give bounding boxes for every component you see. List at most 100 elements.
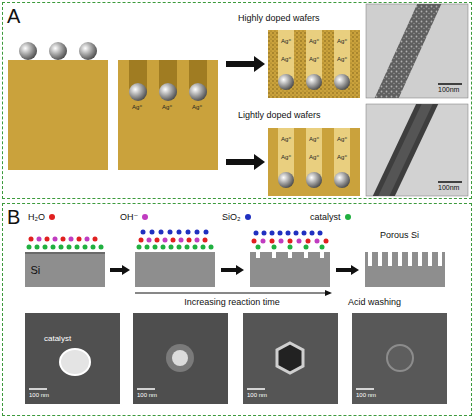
solid-nanowire: [381, 104, 430, 196]
molecule-dot: [294, 231, 299, 236]
molecule-dot: [270, 239, 275, 244]
molecule-dot: [209, 245, 214, 250]
molecule-dot: [324, 239, 329, 244]
sem-image: [243, 313, 338, 404]
porous-silicon-block: [365, 252, 445, 287]
time-axis: [135, 293, 325, 294]
catalyst-ball: [19, 42, 37, 60]
wafer: [8, 60, 108, 170]
catalyst-ball: [79, 42, 97, 60]
legend-text: catalyst: [310, 212, 341, 223]
silicon-block: [135, 252, 215, 287]
etch-pit: [304, 252, 308, 258]
catalyst-ball: [334, 74, 350, 90]
ion-label: Ag⁺: [337, 154, 348, 161]
molecule-dot: [163, 238, 168, 243]
etch-halo: [166, 344, 194, 372]
process-label: Acid washing: [348, 297, 401, 308]
pore: [438, 252, 442, 266]
molecule-dot: [201, 245, 206, 250]
molecule-dot: [304, 245, 309, 250]
etch-pit: [320, 252, 324, 258]
molecule-dot: [261, 239, 266, 244]
pore-group: [368, 252, 442, 266]
catalyst-ball: [278, 74, 294, 90]
catalyst-ball: [159, 83, 177, 101]
molecule-dot: [99, 245, 104, 250]
molecule-dot: [51, 245, 56, 250]
molecule-dot: [147, 238, 152, 243]
ion-label: Ag⁺: [132, 104, 143, 111]
molecule-dot: [270, 231, 275, 236]
wafer: [118, 60, 218, 170]
molecule-dot: [315, 239, 320, 244]
molecule-dot: [159, 230, 164, 235]
condition-label: Highly doped wafers: [238, 13, 320, 24]
molecule-dot: [204, 230, 209, 235]
callout-label: catalyst: [44, 334, 71, 344]
sem-image: [25, 313, 120, 404]
legend-text: SiO₂: [222, 212, 241, 223]
molecule-dot: [262, 231, 267, 236]
material-label: Si: [25, 264, 41, 276]
pore: [398, 252, 402, 266]
scale-bar: [137, 388, 155, 390]
molecule-dot: [93, 237, 98, 242]
etch-pit: [288, 252, 292, 258]
molecule-dot: [310, 231, 315, 236]
molecule-dot: [145, 245, 150, 250]
molecule-dot: [286, 231, 291, 236]
molecule-dot: [75, 245, 80, 250]
scale-label: 100nm: [438, 86, 459, 94]
ion-label: Ag⁺: [337, 136, 348, 143]
molecule-dot: [43, 245, 48, 250]
molecule-dot: [306, 239, 311, 244]
legend-swatch: [49, 214, 55, 220]
molecule-dot: [272, 245, 277, 250]
molecule-dot: [27, 245, 32, 250]
ion-label: Ag⁺: [281, 136, 292, 143]
pore: [368, 252, 372, 266]
molecule-dot: [141, 230, 146, 235]
molecule-dot: [193, 245, 198, 250]
ion-label: Ag⁺: [281, 38, 292, 45]
legend-item: catalyst: [310, 212, 351, 223]
art-shape: [381, 104, 430, 196]
legend-item: H₂O: [28, 212, 55, 223]
molecule-dot: [203, 238, 208, 243]
molecule-dot: [318, 231, 323, 236]
ion-label: Ag⁺: [309, 136, 320, 143]
etch-pit: [256, 252, 260, 258]
molecule-dot: [139, 238, 144, 243]
ion-label: Ag⁺: [337, 56, 348, 63]
scale-label: 100 nm: [356, 392, 376, 399]
catalyst-ball: [334, 172, 350, 188]
panel-frame: A: [2, 2, 472, 199]
molecule-dot: [150, 230, 155, 235]
porous-texture: [268, 30, 360, 98]
molecule-dot: [85, 237, 90, 242]
molecule-dot: [37, 237, 42, 242]
pore-ring: [387, 345, 413, 371]
time-axis-head: [325, 290, 332, 296]
molecule-dot: [171, 238, 176, 243]
pore: [378, 252, 382, 266]
molecule-dot: [161, 245, 166, 250]
sem-image: [133, 313, 228, 404]
scale-label: 100 nm: [247, 392, 267, 399]
ion-label: Ag⁺: [337, 38, 348, 45]
scale-bar: [29, 388, 47, 390]
process-arrow: [336, 265, 359, 275]
pore: [408, 252, 412, 266]
ion-label: Ag⁺: [309, 38, 320, 45]
process-arrow: [226, 154, 265, 170]
catalyst-ball: [189, 83, 207, 101]
molecule-dot: [256, 245, 261, 250]
catalyst-ball: [306, 74, 322, 90]
legend-text: OH⁻: [120, 212, 138, 223]
molecule-dot: [29, 237, 34, 242]
molecule-dot: [153, 245, 158, 250]
legend-swatch: [345, 214, 351, 220]
ion-label: Ag⁺: [281, 154, 292, 161]
ion-label: Ag⁺: [309, 154, 320, 161]
